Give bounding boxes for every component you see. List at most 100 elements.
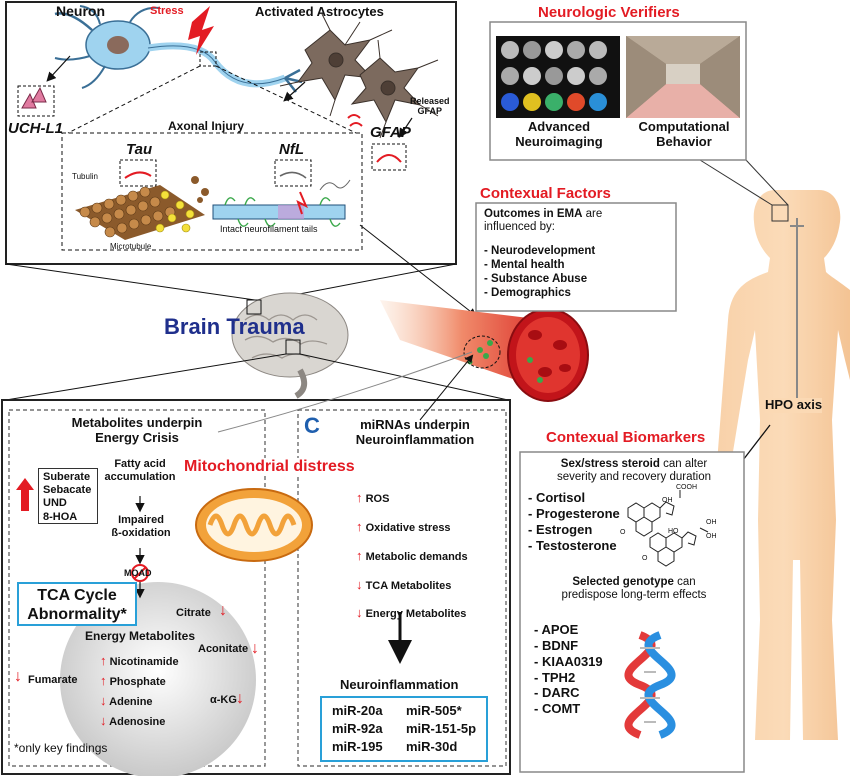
uch-l1-label: UCH-L1: [8, 120, 63, 137]
list-item: - Progesterone: [528, 505, 620, 521]
mirna-item: miR-20a: [332, 703, 383, 718]
list-item: - TPH2: [534, 669, 576, 685]
list-item: ↑ Metabolic demands: [356, 547, 468, 563]
fatty-acid-label: Fatty acid accumulation: [104, 458, 176, 483]
chem-label: O: [642, 555, 648, 562]
metabolites-title: Metabolites underpin Energy Crisis: [71, 415, 203, 445]
neuroinflammation-label: Neuroinflammation: [340, 677, 459, 692]
steroid-structure-graphic: [627, 490, 709, 567]
arrow-up-icon: ↑: [356, 490, 363, 505]
contextual-factors-intro: Outcomes in EMA are influenced by:: [484, 208, 603, 234]
list-item: - KIAA0319: [534, 653, 603, 669]
neuroimaging-label: Advanced Neuroimaging: [515, 119, 603, 149]
mirna-item: miR-151-5p: [406, 721, 477, 736]
list-item: - COMT: [534, 701, 581, 717]
human-body-graphic: [717, 190, 850, 740]
computational-behavior-label: Computational Behavior: [638, 119, 730, 149]
neuron-label: Neuron: [56, 3, 105, 19]
arrow-up-icon: ↑: [100, 673, 107, 689]
neuroimaging-graphic: [501, 41, 607, 111]
list-item: ↓ Adenosine: [100, 713, 166, 729]
gene-list: - APOE - BDNF - KIAA0319 - TPH2 - DARC -…: [534, 622, 603, 717]
axonal-injury-label: Axonal Injury: [168, 119, 245, 133]
footnote: *only key findings: [14, 741, 108, 755]
blood-vessel-graphic: [380, 300, 589, 402]
dna-helix-graphic: [624, 631, 676, 739]
aconitate-label: Aconitate: [198, 643, 249, 655]
contextual-biomarkers-title: Contexual Biomarkers: [546, 429, 706, 446]
arrow-down-icon: ↓: [251, 640, 259, 657]
stress-label: Stress: [150, 5, 184, 17]
list-item: - Mental health: [484, 259, 565, 272]
tubulin-label: Tubulin: [72, 172, 98, 181]
arrow-up-icon: ↑: [356, 518, 363, 534]
panel-letter-c: C: [304, 413, 320, 438]
list-item: ↓ Energy Metabolites: [356, 605, 467, 621]
genotype-intro: Selected genotype can predispose long-te…: [561, 576, 707, 602]
arrow-down-icon: ↓: [100, 693, 107, 709]
arrow-up-icon: ↑: [100, 653, 107, 668]
brain-graphic: [231, 292, 349, 399]
mirna-item: miR-195: [332, 739, 383, 754]
mitochondria-graphic: [195, 488, 313, 562]
list-item: ↑ Phosphate: [100, 673, 166, 689]
tca-abnormality-box: TCA Cycle Abnormality*: [17, 582, 137, 626]
contextual-factors-list: - Neurodevelopment - Mental health - Sub…: [484, 244, 595, 300]
list-item: - Testosterone: [528, 537, 617, 553]
list-item: ↑ Nicotinamide: [100, 653, 179, 668]
moad-label: MOAD: [124, 568, 152, 578]
astrocytes-label: Activated Astrocytes: [255, 4, 384, 19]
neurologic-verifiers-title: Neurologic Verifiers: [538, 4, 680, 21]
impaired-oxidation-label: Impaired ß-oxidation: [111, 514, 171, 539]
energy-metabolites-list: ↑ Nicotinamide ↑ Phosphate ↓ Adenine ↓ A…: [100, 651, 179, 732]
released-gfap-label: Released GFAP: [410, 96, 450, 117]
list-item: - APOE: [534, 622, 579, 637]
steroid-intro: Sex/stress steroid can alter severity an…: [556, 458, 712, 484]
arrow-up-icon: ↑: [356, 547, 363, 563]
list-item: - BDNF: [534, 637, 579, 653]
contextual-factors-title: Contexual Factors: [480, 185, 611, 202]
mirna-title: miRNAs underpin Neuroinflammation: [355, 417, 475, 447]
brain-trauma-title: Brain Trauma: [164, 314, 305, 339]
list-item: - Neurodevelopment: [484, 245, 596, 257]
bottom-panel-frame: [1, 399, 511, 775]
microtubule-label: Microtubule: [110, 242, 152, 251]
neurofilament-graphic: [212, 179, 351, 227]
akg-label: α-KG: [210, 694, 237, 706]
chem-label: HO: [668, 528, 679, 535]
compound-box: Suberate Sebacate UND 8-HOA: [38, 468, 98, 524]
chem-label: OH: [706, 533, 717, 540]
list-item: - Estrogen: [528, 521, 593, 537]
arrow-down-icon: ↓: [236, 690, 244, 707]
list-item: - DARC: [534, 685, 580, 701]
neurofilament-tails-label: Intact neurofilament tails: [220, 224, 318, 234]
arrow-down-icon: ↓: [100, 713, 107, 729]
mirna-effects-list: ↑ ROS ↑ Oxidative stress ↑ Metabolic dem…: [356, 484, 468, 628]
mirna-item: miR-505*: [406, 703, 462, 718]
arrow-down-icon: ↓: [14, 668, 22, 685]
arrow-down-icon: ↓: [219, 602, 227, 619]
stress-bolt: [188, 6, 214, 55]
mirna-item: miR-92a: [332, 721, 383, 736]
arrow-down-icon: ↓: [356, 605, 363, 621]
fumarate-label: Fumarate: [28, 674, 78, 686]
list-item: ↑ Oxidative stress: [356, 518, 451, 534]
chem-label: COOH: [676, 484, 697, 491]
microtubule-graphic: [75, 176, 209, 240]
chem-label: O: [620, 529, 626, 536]
tau-label: Tau: [126, 141, 153, 158]
hpo-axis-label: HPO axis: [765, 397, 823, 413]
neuron-graphic: [54, 5, 303, 93]
arrow-up-icon: [21, 489, 29, 511]
list-item: ↑ ROS: [356, 490, 390, 505]
gfap-label: GFAP: [370, 124, 411, 141]
list-item: - Substance Abuse: [484, 273, 588, 286]
computational-behavior-graphic: [626, 36, 740, 118]
list-item: ↓ Adenine: [100, 693, 153, 709]
chem-label: OH: [662, 497, 673, 504]
arrow-down-icon: ↓: [356, 576, 363, 592]
mirna-item: miR-30d: [406, 739, 458, 754]
astrocytes-graphic: [296, 29, 422, 124]
mirna-box: miR-20a miR-505* miR-92a miR-151-5p miR-…: [320, 696, 488, 762]
